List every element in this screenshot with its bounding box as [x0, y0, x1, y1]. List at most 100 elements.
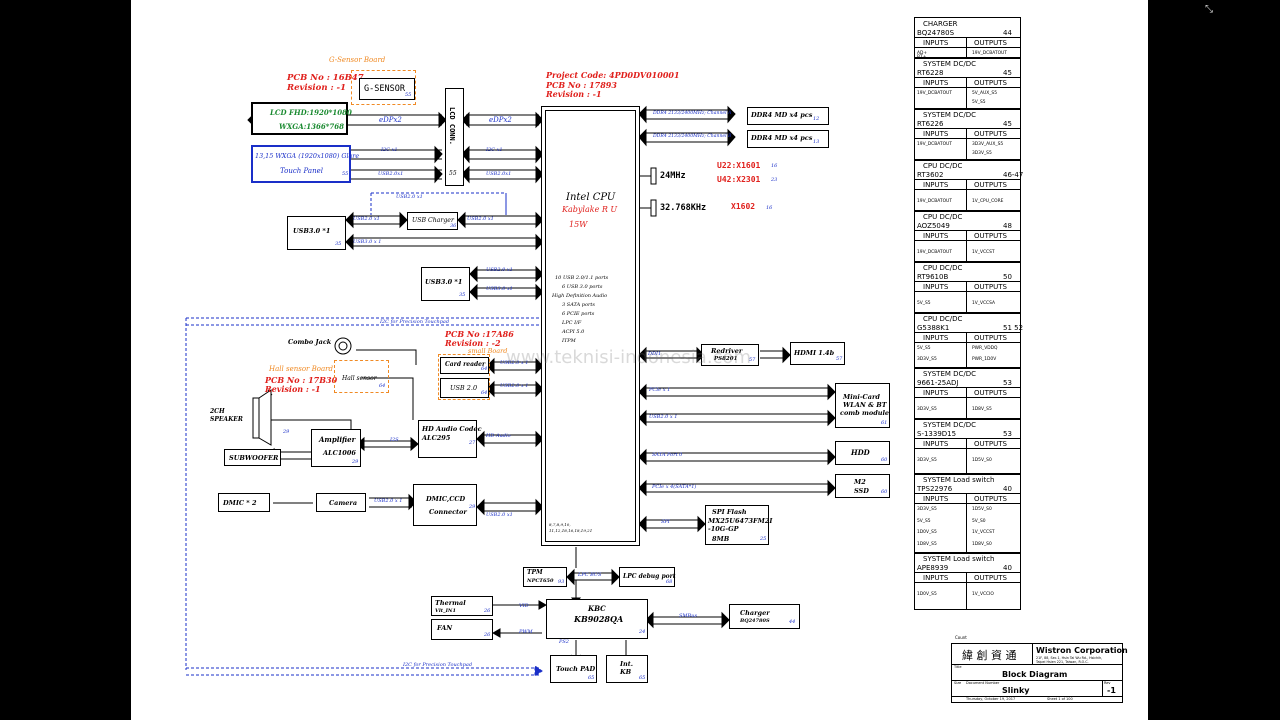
power-inputs-header: INPUTS	[923, 39, 949, 47]
watermark: www.teknisi-indonesia.com	[506, 347, 751, 368]
u22-page: 16	[771, 163, 778, 169]
power-block-page: 40	[1003, 485, 1012, 493]
power-outputs-header: OUTPUTS	[974, 440, 1007, 448]
pcie-x1-label: PCIe x 1	[649, 387, 671, 393]
smbus-label: SMBus	[679, 613, 698, 619]
card-reader-page: 64	[481, 366, 488, 372]
power-block-part: TPS22976	[917, 485, 953, 493]
power-input-rail: 3D3V_S5	[917, 407, 937, 412]
power-outputs-header: OUTPUTS	[974, 181, 1007, 189]
cpu-feature: ACPI 5.0	[562, 329, 585, 335]
ddr4-md-b-box: DDR4 MD x4 pcs 13	[747, 130, 829, 148]
hd-audio-bus-label: HD Audio	[486, 433, 511, 439]
power-output-rail: 1D5V_S0	[972, 458, 992, 463]
power-output-rail: 1V_VCCST	[972, 530, 995, 535]
connector-label: Connector	[429, 508, 467, 516]
power-outputs-header: OUTPUTS	[974, 232, 1007, 240]
power-input-rail: 3D3V_S5	[917, 507, 937, 512]
power-output-rail: 1V_VCCSA	[972, 301, 995, 306]
ps2-label: PS2	[559, 639, 569, 645]
u42-page: 23	[771, 177, 778, 183]
power-inputs-header: INPUTS	[923, 79, 949, 87]
power-input-rail: 5V_S5	[917, 346, 931, 351]
company-address: 21F, 88, Sec.1, Hsin Tai Wu Rd., Hsichih…	[1036, 656, 1103, 664]
subwoofer-label: SUBWOOFER	[229, 454, 279, 462]
card-reader-box: Card reader 64	[440, 357, 489, 374]
power-input-rail: 1D0V_S5	[917, 592, 937, 597]
gsensor-pcb-number: PCB No : 16B47	[287, 73, 364, 83]
power-output-rail: 1V_CPU_CORE	[972, 199, 1004, 204]
usb20-e-label: USB2.0 x 1	[500, 383, 529, 389]
power-input-rail: 3D3V_S5	[917, 357, 937, 362]
usb20-left-label: USB2.0x1	[378, 171, 404, 177]
cpu-watt: 15W	[569, 220, 588, 229]
charger-label: Charger	[740, 609, 770, 617]
power-block-title: SYSTEM DC/DC	[923, 370, 977, 378]
dmic-box: DMIC * 2	[218, 493, 270, 512]
hall-sensor-label: Hall sensor	[342, 375, 377, 382]
hdmi-page: 57	[836, 356, 843, 362]
speaker-page: 29	[283, 429, 290, 435]
ddr4-channel-a: DDR4 2133/2400MHz; Channel A	[653, 111, 732, 116]
power-block-page: 51 52	[1003, 324, 1024, 332]
camera-label: Camera	[329, 499, 358, 507]
thermal-page: 26	[484, 608, 491, 614]
document-number-label: Document Number	[966, 681, 1000, 685]
spi-flash-label: SPI Flash	[712, 508, 747, 516]
clock-24mhz: 24MHz	[660, 171, 686, 181]
hdd-label: HDD	[851, 448, 870, 457]
gsensor-label: G-SENSOR	[364, 84, 405, 94]
power-block-page: 46-47	[1003, 171, 1024, 179]
kbc-box: KBC KB9028QA 24	[546, 599, 648, 639]
dmic-ccd-label: DMIC,CCD	[426, 495, 466, 503]
usb2-box: USB 2.0 64	[440, 378, 489, 398]
lcd-wxga: WXGA:1366*768	[279, 122, 345, 131]
power-block-part: RT6228	[917, 69, 944, 77]
spi-flash-part: MX25U6473FM2I	[708, 517, 773, 525]
power-inputs-header: INPUTS	[923, 389, 949, 397]
power-block-title: SYSTEM DC/DC	[923, 60, 977, 68]
touch-pad-box: Touch PAD 65	[550, 655, 597, 683]
collapse-icon[interactable]: ⤡	[1205, 4, 1213, 15]
x1602-page: 16	[766, 205, 773, 211]
power-inputs-header: INPUTS	[923, 130, 949, 138]
subwoofer-box: SUBWOOFER	[224, 449, 281, 466]
small-board-revision: Revision : -2	[445, 338, 501, 348]
ssd-label: SSD	[854, 487, 869, 495]
redriver-box: Redriver PS8201 57	[701, 344, 759, 366]
lpc-debug-label: LPC debug port	[623, 573, 676, 580]
hdmi-box: HDMI 1.4b 57	[790, 342, 845, 365]
power-block-part: RT3602	[917, 171, 944, 179]
cpu-feature: 10 USB 2.0/1.1 ports	[555, 275, 609, 281]
power-input-rail: 5V_S5	[917, 301, 931, 306]
schematic-sheet: G-Sensor Board PCB No : 16B47 Revision :…	[131, 0, 1148, 720]
minicard-module: comb module	[840, 409, 890, 417]
count-label: Count	[955, 635, 967, 640]
int-kb-page: 65	[639, 675, 646, 681]
hd-audio-box: HD Audio Codec ALC295 27	[418, 420, 482, 458]
amplifier-box: Amplifier ALC1006 29	[311, 429, 361, 467]
power-input-rail: 19V_DCBATOUT	[917, 91, 952, 96]
kbc-page: 24	[639, 629, 646, 635]
hall-board-label: Hall sensor Board	[269, 365, 333, 373]
touch-panel-page: 55	[342, 171, 349, 177]
dmic-label: DMIC * 2	[223, 499, 257, 507]
power-outputs-header: OUTPUTS	[974, 574, 1007, 582]
power-block-title: SYSTEM DC/DC	[923, 421, 977, 429]
ddr4-md-a-page: 12	[813, 116, 820, 122]
cpu-feature: High Definition Audio	[552, 293, 608, 299]
lpc-debug-box: LPC debug port 68	[619, 567, 676, 587]
cpu-feature: 3 SATA ports	[562, 302, 595, 308]
i2c-left-label: I2C x1	[381, 147, 398, 153]
gsensor-board-label: G-Sensor Board	[329, 56, 386, 64]
usb20-f-label: USB2.0 x 1	[374, 498, 403, 504]
cpu-title: Intel CPU	[566, 192, 616, 203]
usb-charger-box: USB Charger 36	[407, 212, 458, 230]
speaker-label: 2CH SPEAKER	[210, 408, 243, 423]
usb20-h-label: USB2.0 x 1	[649, 414, 678, 420]
